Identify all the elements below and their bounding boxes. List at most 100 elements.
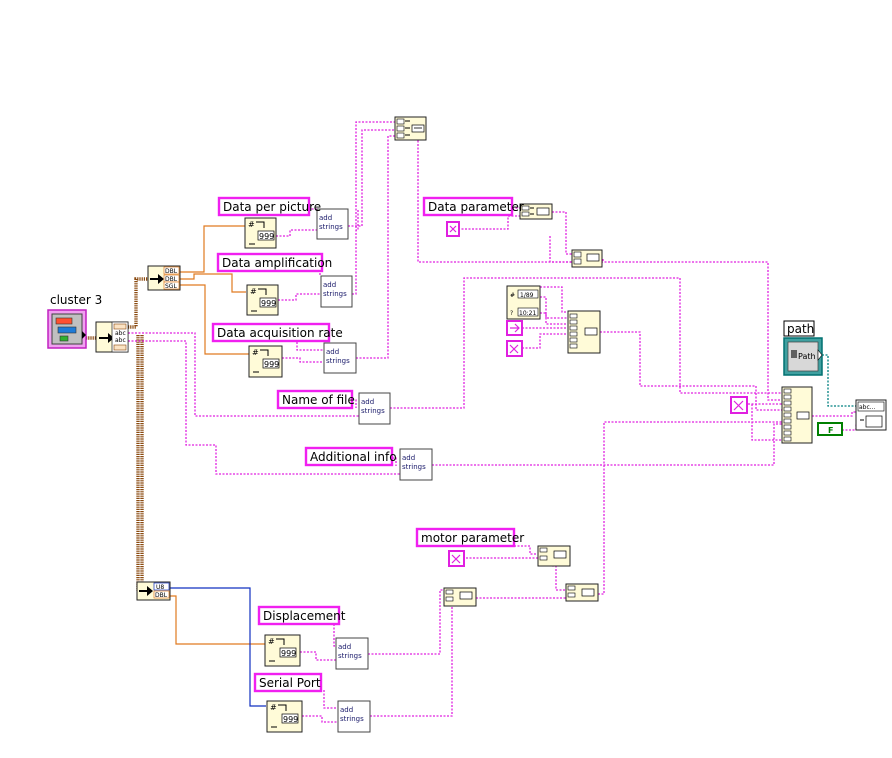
- string-wire[interactable]: [128, 332, 362, 417]
- label-serial-port[interactable]: Serial Port: [253, 672, 323, 693]
- string-wire[interactable]: [352, 399, 357, 408]
- concatenate-strings-node[interactable]: [567, 310, 601, 354]
- date-time-node[interactable]: # 1/89 ? 10:21: [506, 285, 541, 320]
- string-wire[interactable]: [296, 342, 324, 351]
- bool-wire[interactable]: [842, 424, 857, 431]
- concatenate-strings-node[interactable]: [537, 545, 571, 567]
- add-strings-node[interactable]: add strings: [337, 700, 371, 733]
- string-wire[interactable]: [552, 211, 572, 255]
- label-name-of-file[interactable]: Name of file: [276, 389, 355, 410]
- number-to-string-node[interactable]: # 999: [264, 634, 301, 667]
- string-wire[interactable]: [278, 293, 322, 301]
- add-strings-node[interactable]: add strings: [320, 275, 353, 308]
- tab-constant[interactable]: [730, 396, 748, 414]
- string-wire[interactable]: [812, 411, 856, 417]
- add-text: add: [326, 348, 339, 356]
- string-wire[interactable]: [356, 135, 395, 359]
- numeric-wire[interactable]: [180, 284, 250, 355]
- add-strings-node[interactable]: add strings: [323, 342, 357, 374]
- number-to-string-node[interactable]: # 999: [266, 700, 303, 733]
- path-wire[interactable]: [822, 354, 856, 407]
- string-wire[interactable]: [348, 129, 395, 227]
- tab-constant[interactable]: [506, 340, 523, 357]
- string-wire[interactable]: [432, 423, 782, 466]
- path-label: path: [787, 322, 814, 336]
- path-const-text: Path: [798, 352, 816, 361]
- label-text: Data amplification: [222, 256, 332, 270]
- add-strings-node[interactable]: add strings: [399, 448, 433, 481]
- numeric-wire[interactable]: [180, 273, 246, 293]
- string-wire[interactable]: [300, 651, 336, 661]
- path-control[interactable]: path Path: [783, 320, 823, 376]
- unbundle-numeric-node[interactable]: DBL DBL SGL: [147, 265, 181, 291]
- add-strings-node[interactable]: add strings: [358, 392, 391, 425]
- unbundle-lower-node[interactable]: U8 DBL: [136, 581, 171, 601]
- label-text: Name of file: [282, 393, 355, 407]
- concatenate-strings-node[interactable]: [443, 587, 477, 607]
- concatenate-strings-node[interactable]: [394, 116, 427, 141]
- label-additional-info[interactable]: Additional info: [304, 446, 397, 467]
- string-wire[interactable]: [282, 357, 324, 363]
- string-wire[interactable]: [751, 404, 782, 441]
- number-to-string-node[interactable]: # 999: [244, 217, 277, 249]
- add-strings-node[interactable]: add strings: [335, 637, 369, 670]
- arrow-constant[interactable]: [506, 320, 523, 336]
- string-wire[interactable]: [417, 137, 782, 401]
- string-wire[interactable]: [458, 215, 520, 230]
- label-text: Displacement: [263, 609, 346, 623]
- string-wire[interactable]: [356, 210, 359, 231]
- number-to-string-node[interactable]: # 999: [248, 345, 283, 378]
- string-wire[interactable]: [552, 565, 566, 591]
- string-wire[interactable]: [600, 331, 782, 411]
- label-data-per-picture[interactable]: Data per picture: [217, 196, 321, 217]
- tab-constant[interactable]: [446, 221, 460, 237]
- concatenate-strings-node[interactable]: [571, 249, 603, 268]
- string-wire[interactable]: [540, 286, 568, 313]
- string-wire[interactable]: [540, 296, 568, 319]
- false-constant[interactable]: F: [817, 422, 843, 436]
- tab-constant[interactable]: [448, 550, 465, 567]
- string-wire[interactable]: [540, 312, 568, 325]
- integer-wire[interactable]: [170, 587, 266, 707]
- cluster-control[interactable]: cluster 3: [47, 293, 102, 349]
- numeric-wire[interactable]: [180, 225, 246, 273]
- label-data-amplification[interactable]: Data amplification: [216, 252, 332, 273]
- string-wire[interactable]: [392, 457, 397, 466]
- string-wire[interactable]: [333, 624, 336, 647]
- string-wire[interactable]: [276, 229, 318, 237]
- string-wire[interactable]: [302, 715, 338, 723]
- label-displacement[interactable]: Displacement: [257, 605, 346, 626]
- string-wire[interactable]: [598, 421, 782, 595]
- unbundle-node[interactable]: abc abc: [95, 321, 129, 353]
- string-wire[interactable]: [368, 589, 444, 655]
- u8-text: U8: [156, 584, 164, 591]
- string-wire[interactable]: [323, 690, 338, 709]
- string-wire[interactable]: [514, 545, 538, 555]
- number-to-string-node[interactable]: # 999: [246, 284, 279, 316]
- string-wire[interactable]: [549, 236, 572, 263]
- cluster-wire[interactable]: [128, 277, 148, 329]
- write-text-file-node[interactable]: abc...: [855, 399, 887, 431]
- string-wire[interactable]: [390, 277, 782, 409]
- digits-text: 999: [281, 649, 296, 658]
- concatenate-strings-node[interactable]: [781, 386, 813, 444]
- label-motor-parameter[interactable]: motor parameter: [415, 527, 524, 548]
- string-wire[interactable]: [352, 121, 395, 295]
- string-wire[interactable]: [128, 340, 400, 475]
- label-text: Serial Port: [259, 676, 321, 690]
- string-wire[interactable]: [522, 333, 568, 349]
- hash-text: #: [250, 287, 257, 296]
- concatenate-strings-node[interactable]: [519, 203, 553, 220]
- label-text: Data per picture: [223, 200, 321, 214]
- numeric-wire[interactable]: [170, 595, 266, 645]
- add-text: add: [338, 643, 351, 651]
- strings-text: strings: [319, 223, 343, 231]
- hash-text: #: [268, 637, 275, 646]
- cluster-wire[interactable]: [136, 335, 140, 593]
- strings-text: strings: [323, 290, 347, 298]
- label-data-parameter[interactable]: Data parameter: [422, 196, 524, 217]
- label-data-acquisition-rate[interactable]: Data acquisition rate: [211, 322, 343, 343]
- add-strings-node[interactable]: add strings: [316, 208, 349, 240]
- concatenate-strings-node[interactable]: [565, 583, 599, 602]
